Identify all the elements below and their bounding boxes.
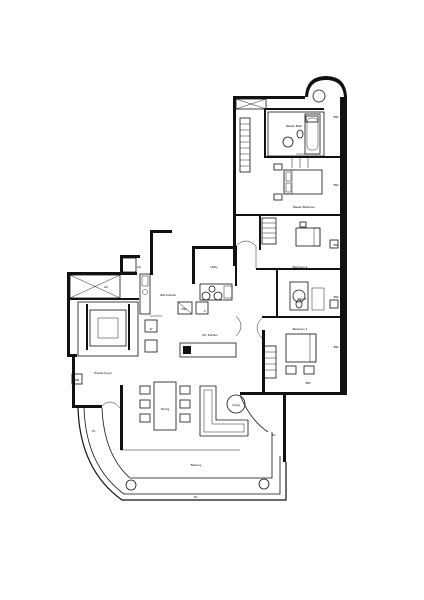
tag-bw-4: BW [334,295,339,299]
tag-bw-3: BW [334,243,339,247]
label-bedroom-1: Bedroom 1 [293,327,308,331]
label-bedroom-2: Bedroom 2 [293,265,308,269]
tag-bw-2: BW [334,183,339,187]
balcony [77,394,287,501]
bath-2 [262,270,340,318]
label-master-bedroom: Master Bedroom [293,205,316,209]
tag-dw: DW [182,307,187,311]
label-living: Living [232,403,240,407]
tag-pl-left: PL [92,429,96,433]
living [199,385,249,437]
tag-db: DB [75,378,79,382]
label-private-foyer: Private Foyer [94,371,112,375]
bedroom-2 [235,214,340,270]
tag-bw-1: BW [334,115,339,119]
label-dry-kitchen: Dry Kitchen [202,333,218,337]
tag-ac: AC [104,285,109,289]
shafts [121,115,339,309]
master-bath [235,89,340,168]
tag-f: F [204,309,206,313]
tag-bw-6: BW [306,381,311,385]
label-dining: Dining [161,407,170,411]
tag-bw-5: BW [334,345,339,349]
utility-wet-kitchen [139,246,237,353]
tag-ac-ledge: AC [137,265,142,269]
label-balcony: Balcony [191,463,202,467]
exterior-walls [67,76,347,462]
tag-pl-bottom: PL [194,495,198,499]
foyer [71,373,121,409]
label-wet-kitchen: Wet Kitchen [160,293,176,297]
label-master-bath: Master Bath [286,124,303,128]
label-bath-2: Bath 2 [298,297,307,301]
room-labels: Master Bath Master Bedroom Bedroom 2 Bat… [94,124,316,467]
fixture-tags: AC AC DW W F PL PL PL BW BW BW BW BW BW … [75,115,339,499]
master-bedroom [236,117,340,216]
lift-lobby [77,301,139,357]
bedroom-1 [256,317,317,379]
label-utility: Utility [210,265,218,269]
dry-kitchen [179,315,242,358]
ac-ledge [69,274,121,299]
tag-w: W [150,327,153,331]
tag-pl-right: PL [272,433,276,437]
dining [139,381,191,431]
